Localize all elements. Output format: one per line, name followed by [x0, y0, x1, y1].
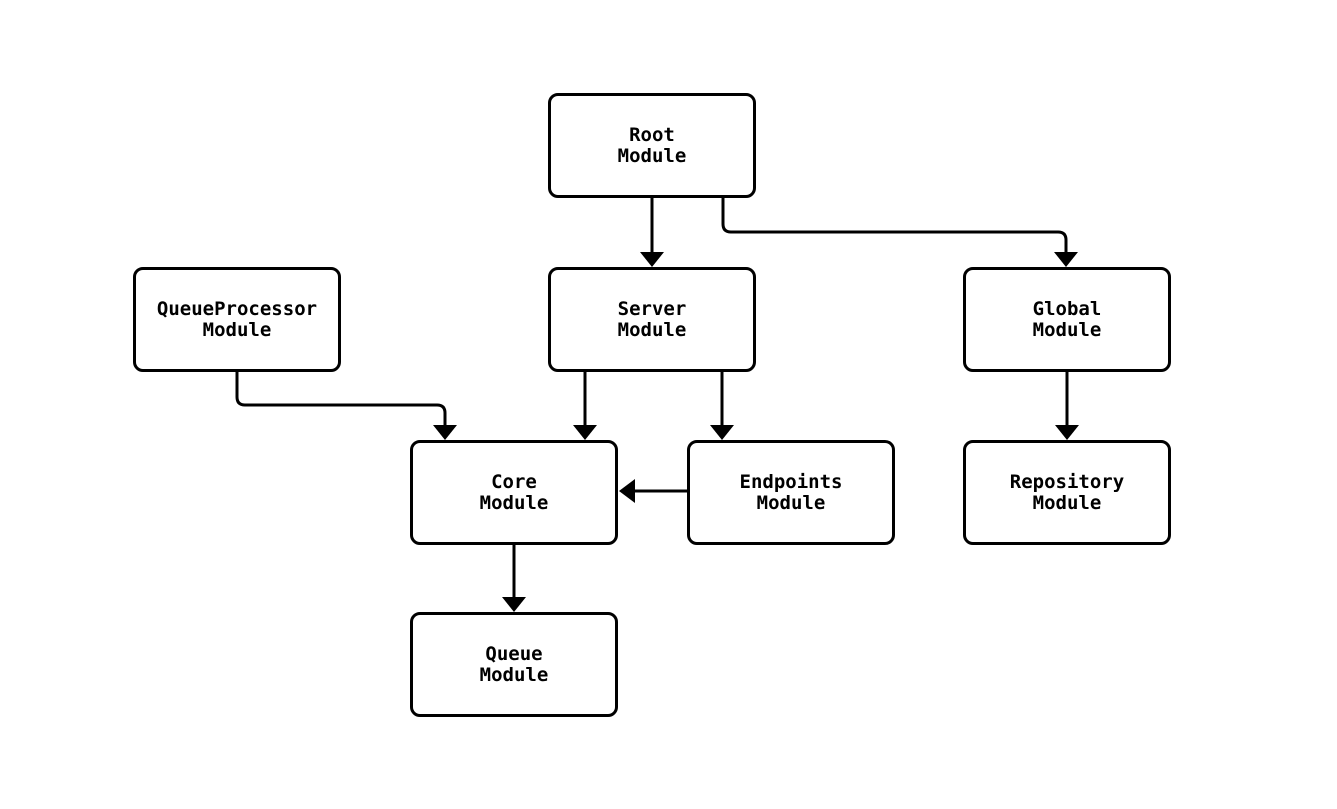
arrowhead-down-icon	[710, 425, 734, 440]
node-endpoints-module: Endpoints Module	[687, 440, 895, 545]
edge-root-to-global	[721, 198, 1078, 267]
node-label-line2: Module	[756, 491, 826, 514]
node-label-line1: Root	[629, 123, 675, 146]
edge-server-to-endpoints	[710, 372, 734, 440]
node-root-module: Root Module	[548, 93, 756, 198]
arrowhead-down-icon	[1054, 252, 1078, 267]
node-label-line2: Module	[617, 318, 687, 341]
node-label-line2: Module	[1032, 491, 1102, 514]
node-label-line1: Queue	[485, 642, 543, 665]
edge-root-to-server	[640, 198, 664, 267]
edge-line	[235, 372, 447, 425]
node-label-line2: Module	[479, 663, 549, 686]
edge-core-to-queue	[502, 545, 526, 612]
node-core-module: Core Module	[410, 440, 618, 545]
edge-server-to-core	[573, 372, 597, 440]
node-queueprocessor-module: QueueProcessor Module	[133, 267, 341, 372]
node-global-module: Global Module	[963, 267, 1171, 372]
node-label-line1: Endpoints	[739, 470, 843, 493]
node-label-line1: Repository	[1009, 470, 1125, 493]
node-label-line2: Module	[202, 318, 272, 341]
node-label-line1: Server	[617, 297, 687, 320]
edge-endpoints-to-core	[619, 479, 687, 503]
node-label-line2: Module	[479, 491, 549, 514]
arrowhead-down-icon	[573, 425, 597, 440]
edge-queueprocessor-to-core	[235, 372, 457, 440]
node-label-line2: Module	[617, 144, 687, 167]
arrowhead-down-icon	[640, 252, 664, 267]
node-repository-module: Repository Module	[963, 440, 1171, 545]
edge-line	[721, 198, 1068, 253]
arrowhead-left-icon	[619, 479, 635, 503]
node-label-line2: Module	[1032, 318, 1102, 341]
node-label-line1: Core	[491, 470, 537, 493]
arrowhead-down-icon	[433, 425, 457, 440]
node-label-line1: QueueProcessor	[156, 297, 318, 320]
node-label-line1: Global	[1032, 297, 1102, 320]
arrowhead-down-icon	[1055, 425, 1079, 440]
arrowhead-down-icon	[502, 597, 526, 612]
node-queue-module: Queue Module	[410, 612, 618, 717]
node-server-module: Server Module	[548, 267, 756, 372]
edge-global-to-repository	[1055, 372, 1079, 440]
